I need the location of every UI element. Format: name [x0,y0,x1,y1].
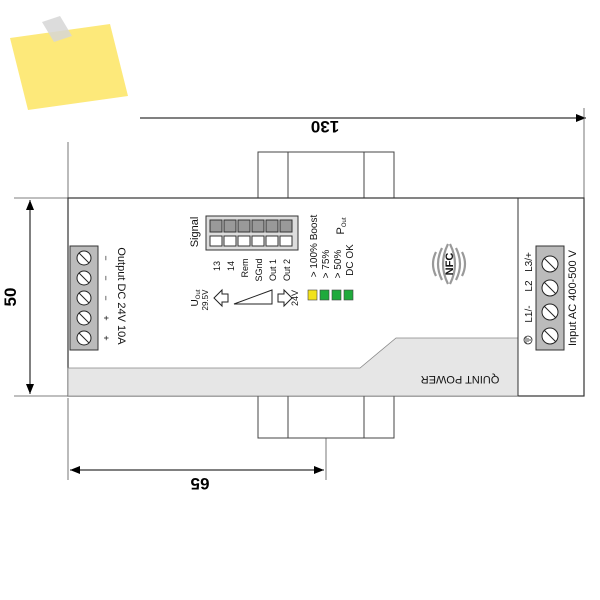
output-terminal-sign: − [101,255,111,260]
uout-adjust: UOut 29.5V 24V [190,288,300,311]
input-terminal-label: L3/+ [524,252,535,272]
arrow-left-icon [213,288,229,308]
uout-label: UOut [190,289,202,306]
output-terminal-sign: − [101,275,111,280]
din-clip-bottom [257,395,395,439]
sticky-note [10,16,128,110]
dimension-height-left: 50 [1,288,20,307]
output-terminal-sign: − [101,295,111,300]
input-label: Input AC 400-500 V [567,249,579,346]
arrow-value: 24V [290,290,300,306]
led-label-boost: > 100% Boost [309,215,320,278]
signal-pin-slot [265,235,279,247]
led-indicators: > 100% Boost > 75% > 50% DC OK POut [307,215,356,301]
signal-pin-slot [251,235,265,247]
led-75 [319,289,330,301]
output-screw [76,290,92,306]
output-terminal-sign: + [101,315,111,320]
output-terminal-block: + + − − − Output DC 24V 10A [69,245,127,351]
signal-socket [209,219,223,233]
input-screw [541,255,559,273]
dimension-left: 50 [1,197,68,397]
dimension-width-bottom: 65 [191,474,210,493]
output-screw [76,310,92,326]
dimension-top: 130 [140,108,586,200]
led-label-50: > 50% [333,250,344,279]
signal-pin-labels: 13 14 Rem SGnd Out 1 Out 2 [212,258,292,281]
signal-pin-label: Rem [240,258,250,277]
dimension-bottom: 65 [67,398,327,493]
led-boost [307,289,318,301]
led-label-dcok: DC OK [345,244,356,276]
ground-icon [523,335,533,345]
input-screw [541,279,559,297]
brand-label: QUINT POWER [421,373,500,385]
input-terminal-block: L1/- L2 L3/+ Input AC 400-500 V [523,245,579,351]
signal-pin-label: SGnd [254,258,264,281]
signal-socket [251,219,265,233]
pout-label: POut [335,217,348,234]
input-screw [541,327,559,345]
signal-socket [223,219,237,233]
output-screw [76,330,92,346]
signal-socket [265,219,279,233]
signal-pin-slot [279,235,293,247]
signal-pin-slot [237,235,251,247]
signal-pin-label: Out 1 [268,259,278,281]
input-terminal-label: L2 [524,280,535,292]
dimension-width-top: 130 [311,117,339,136]
signal-pin-label: 14 [226,261,236,271]
nfc-label: NFC [444,253,456,276]
signal-pin-slot [209,235,223,247]
led-dcok [343,289,354,301]
nfc-icon: NFC [431,243,467,285]
led-label-75: > 75% [321,250,332,279]
signal-label: Signal [189,217,201,248]
output-label: Output DC 24V 10A [115,247,127,345]
ramp-icon [233,289,273,305]
arrow-right-icon [277,288,293,308]
signal-pin-label: 13 [212,261,222,271]
signal-socket [237,219,251,233]
signal-connector: Signal [189,215,299,251]
output-screw [76,270,92,286]
output-screw [76,250,92,266]
input-terminal-label: L1/- [524,305,535,322]
din-clip-top [257,151,395,199]
signal-pin-slot [223,235,237,247]
uout-value: 29.5V [201,289,210,311]
input-screw [541,303,559,321]
led-50 [331,289,342,301]
signal-pin-label: Out 2 [282,259,292,281]
output-terminal-sign: + [101,335,111,340]
signal-socket [279,219,293,233]
